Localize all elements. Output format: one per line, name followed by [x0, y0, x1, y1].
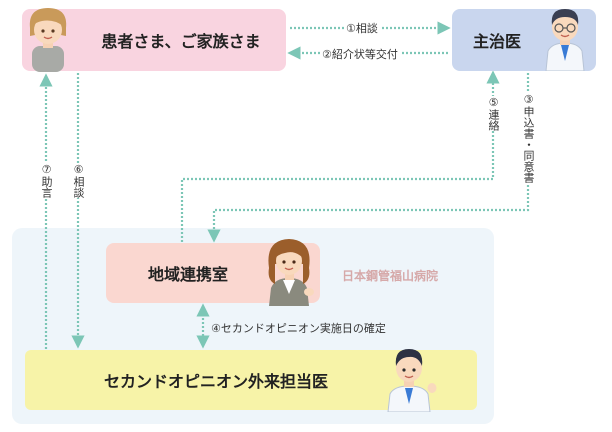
- specialist-doctor-icon: [387, 349, 437, 412]
- edge-7-label: ⑦助言: [39, 163, 53, 198]
- hospital-label: 日本鋼管福山病院: [342, 269, 439, 283]
- doctor-person-icon: [545, 9, 585, 71]
- edge-4-label: ④セカンドオピニオン実施日の確定: [211, 320, 386, 336]
- staff-woman-icon: [268, 239, 314, 306]
- edge-2-label: ②紹介状等交付: [320, 46, 400, 62]
- edge-6-label: ⑥相談: [71, 163, 85, 198]
- patient-person-icon: [29, 8, 67, 72]
- edge-5-label: ⑤連絡: [486, 96, 500, 131]
- liaison-label: 地域連携室: [147, 265, 228, 284]
- edge-3-label: ③申込書・同意書: [521, 93, 535, 183]
- edge-3-line: [207, 73, 530, 243]
- doctor-label: 主治医: [472, 32, 521, 51]
- patient-label: 患者さま、ご家族さま: [101, 32, 261, 51]
- patient-node: 患者さま、ご家族さま: [22, 9, 286, 71]
- clinic-label: セカンドオピニオン外来担当医: [103, 372, 328, 391]
- edge-5-line: [180, 70, 500, 242]
- edge-1-label: ①相談: [344, 20, 380, 36]
